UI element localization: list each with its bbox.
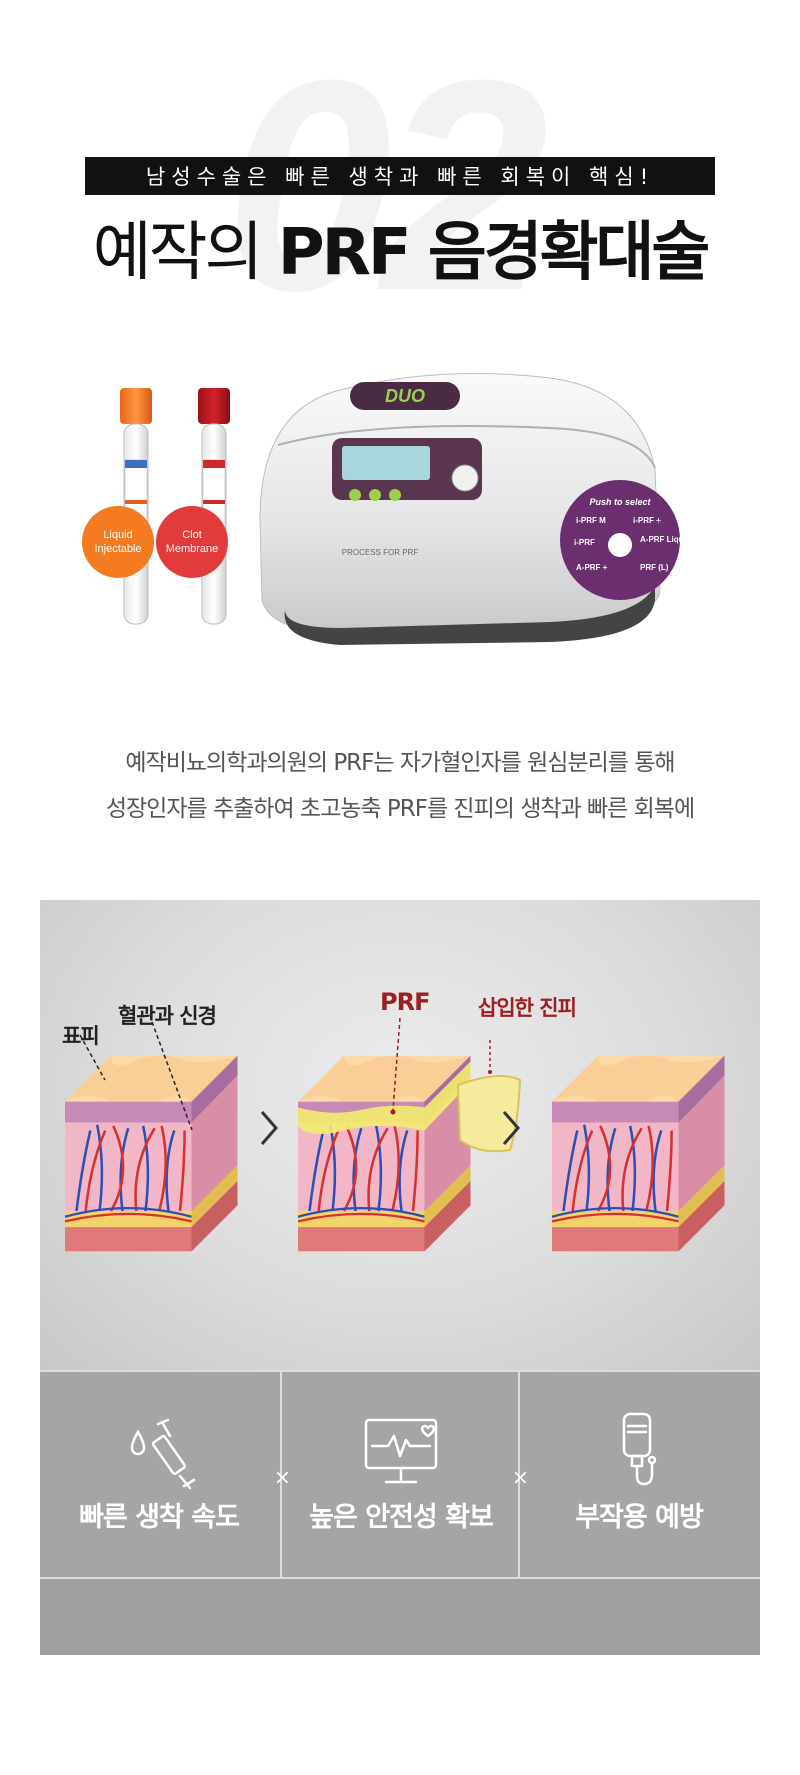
liquid-tube [120,388,152,625]
product-illustration: Liquid Injectable Clot Membrane DUO PROC… [80,370,720,680]
skin-block-prf [296,1054,472,1253]
svg-text:A-PRF +: A-PRF + [576,563,608,572]
skin-diagram-area: 표피 혈관과 신경 PRF 삽입한 진피 [40,900,760,1370]
title-light-part: 예작의 [92,216,264,290]
skin-block-before [63,1054,239,1253]
intro-text: 예작비뇨의학과의원의 PRF는 자가혈인자를 원심분리를 통해 성장인자를 추출… [0,740,800,832]
svg-text:i-PRF M: i-PRF M [576,516,606,525]
feature-fast-engraftment: 빠른 생착 속도 [40,1370,278,1575]
monitor-heart-icon [364,1418,438,1484]
label-prf: PRF [380,988,430,1016]
feature-high-safety: 높은 안전성 확보 [282,1370,520,1575]
product-svg: Liquid Injectable Clot Membrane DUO PROC… [82,373,691,645]
page-title: 예작의 PRF 음경확대술 [0,208,800,298]
skin-block-after [550,1054,726,1253]
svg-text:i-PRF: i-PRF [574,538,595,547]
skin-diagram-svg [63,1017,726,1253]
selector-dial: Push to select i-PRF M i-PRF + i-PRF A-P… [560,480,691,600]
title-bold-part: PRF 음경확대술 [277,216,711,290]
svg-text:Clot: Clot [182,529,202,541]
feature-divider [280,1370,282,1577]
svg-text:A-PRF Liquid: A-PRF Liquid [640,535,691,544]
feature-divider [518,1370,520,1577]
svg-text:PROCESS FOR PRF: PROCESS FOR PRF [342,548,419,557]
svg-text:Liquid: Liquid [103,529,132,541]
label-vessels-nerves: 혈관과 신경 [118,1004,217,1028]
chevron-right-icon [502,1111,520,1145]
feature-side-effect-prevention: 부작용 예방 [520,1370,758,1575]
iv-bag-icon [622,1412,657,1486]
svg-text:PRF (L): PRF (L) [640,563,669,572]
svg-text:i-PRF +: i-PRF + [633,516,661,525]
times-separator: × [512,1465,529,1489]
clot-membrane-badge: Clot Membrane [156,506,228,578]
intro-line-1: 예작비뇨의학과의원의 PRF는 자가혈인자를 원심분리를 통해 [125,750,675,776]
intro-line-2: 성장인자를 추출하여 초고농축 PRF를 진피의 생착과 빠른 회복에 [105,796,695,822]
times-separator: × [274,1465,291,1489]
clot-tube [198,388,230,625]
feature-label: 빠른 생착 속도 [79,1502,240,1533]
svg-text:Injectable: Injectable [94,543,141,555]
svg-text:Membrane: Membrane [166,543,219,555]
label-inserted-dermis: 삽입한 진피 [478,996,577,1020]
feature-label: 부작용 예방 [575,1502,704,1533]
procedure-panel: 표피 혈관과 신경 PRF 삽입한 진피 [40,900,760,1655]
dermis-flap [456,1040,522,1153]
svg-text:DUO: DUO [385,386,425,406]
syringe-icon [130,1418,196,1490]
tagline-banner: 남성수술은 빠른 생착과 빠른 회복이 핵심! [85,157,715,195]
svg-text:Push to select: Push to select [589,497,651,507]
chevron-right-icon [260,1111,278,1145]
centrifuge-device: DUO PROCESS FOR PRF [259,373,661,645]
liquid-injectable-badge: Liquid Injectable [82,506,154,578]
feature-label: 높은 안전성 확보 [309,1502,494,1533]
